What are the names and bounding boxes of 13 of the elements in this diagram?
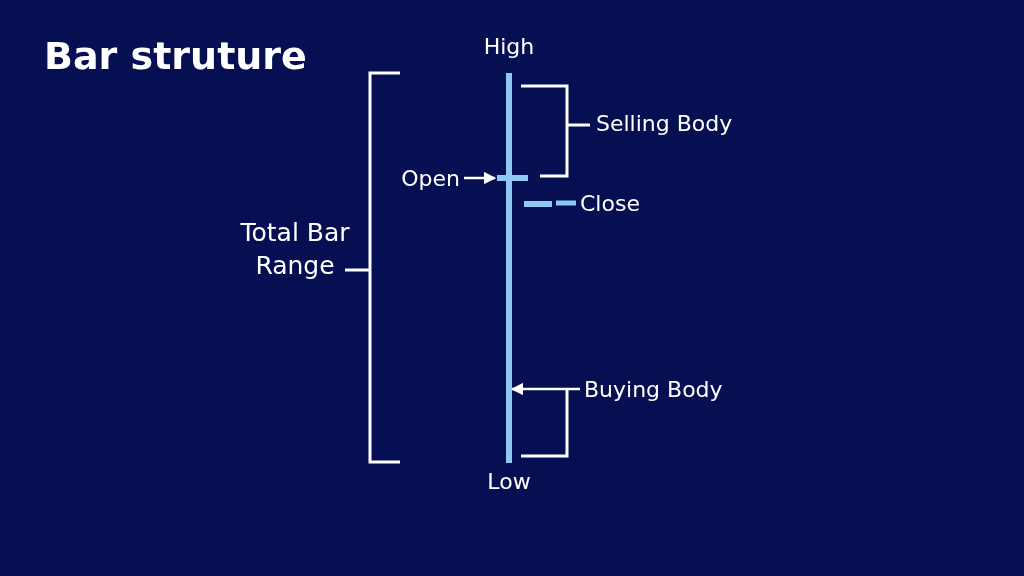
callout-label: Close	[580, 188, 650, 218]
callout-label: Buying Body	[584, 374, 734, 404]
price-level-label: Low	[486, 468, 532, 496]
price-bar	[506, 73, 512, 463]
price-tick	[497, 175, 528, 181]
label-text: Selling Body	[596, 110, 733, 138]
title: Bar struture	[44, 34, 307, 78]
price-tick	[524, 201, 552, 207]
callout-label: Open	[396, 163, 460, 193]
arrow	[510, 382, 580, 396]
label-text: Total Bar Range	[240, 217, 350, 282]
price-level-label: High	[482, 33, 536, 61]
arrow	[464, 171, 497, 185]
